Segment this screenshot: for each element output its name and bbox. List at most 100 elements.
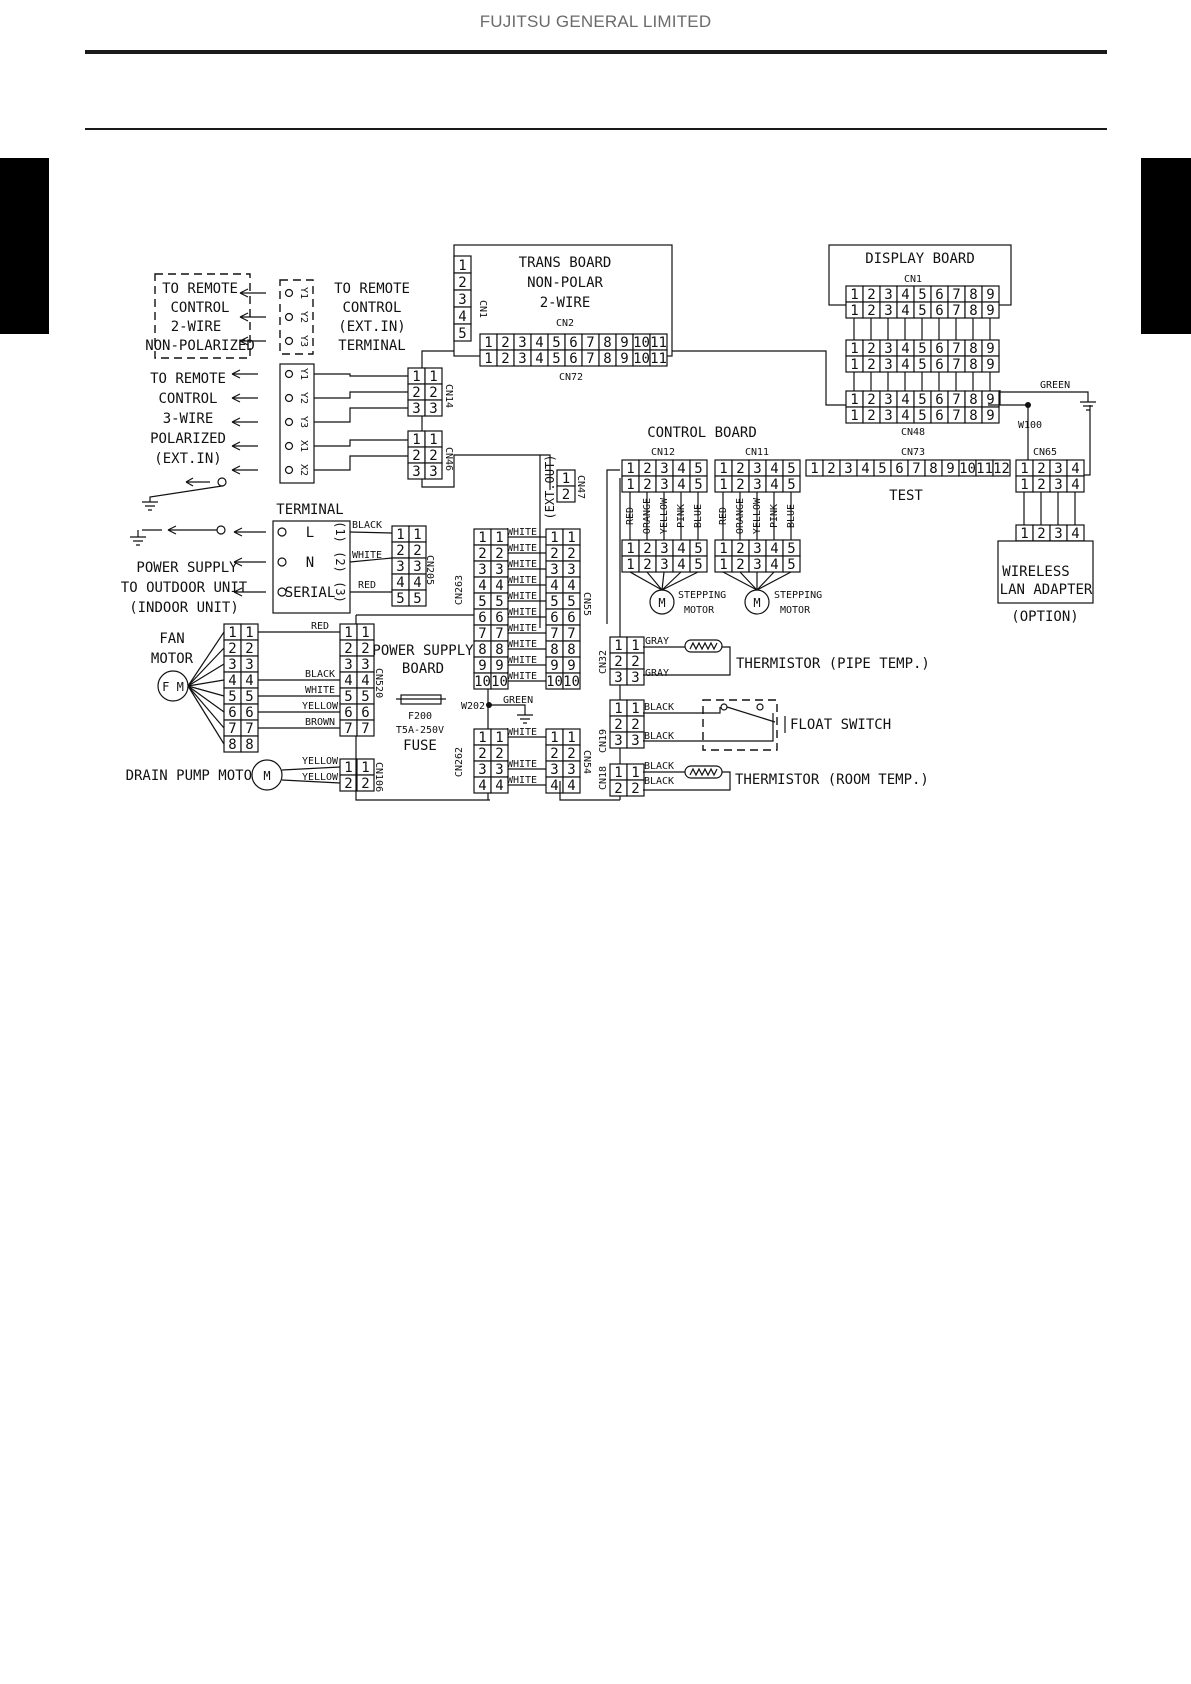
cn520-pin-num: 2 bbox=[361, 641, 369, 657]
cn263-pin-num: 9 bbox=[478, 658, 486, 674]
cn18-wire-label-1: BLACK bbox=[644, 761, 674, 772]
cn19-pin-num: 2 bbox=[631, 717, 639, 733]
step-wire-label-0-4: BLUE bbox=[693, 504, 704, 528]
cn12-low-b-cell bbox=[689, 555, 708, 573]
cn14-pin-num: 3 bbox=[412, 401, 420, 417]
cn11-pin-num: 3 bbox=[753, 461, 761, 477]
display-row-5-pin-num: 9 bbox=[986, 408, 994, 424]
cn11-low-pin-num: 2 bbox=[736, 541, 744, 557]
cn65-pin-num: 3 bbox=[1054, 461, 1062, 477]
stepping-motor-1-label-2: MOTOR bbox=[684, 605, 715, 616]
display-row-0-pin-num: 9 bbox=[986, 287, 994, 303]
cn55-pin-num: 3 bbox=[567, 562, 575, 578]
fan-wire bbox=[187, 647, 225, 687]
fan-wire-label-0: RED bbox=[311, 621, 329, 632]
cn12-low-pin-num: 2 bbox=[643, 541, 651, 557]
remote3-arrow bbox=[231, 393, 258, 403]
cn205-wire bbox=[349, 531, 393, 534]
cn520-pin-num: 4 bbox=[344, 673, 352, 689]
fan-wire bbox=[187, 679, 225, 687]
cn263-wire-label-2: WHITE bbox=[507, 559, 537, 570]
trans-cn1-label: CN1 bbox=[477, 300, 488, 318]
display-row-5-pin-num: 6 bbox=[935, 408, 943, 424]
display-board-title: DISPLAY BOARD bbox=[865, 251, 975, 267]
display-row-4-pin-num: 5 bbox=[918, 392, 926, 408]
remote2-terminal-screw bbox=[284, 336, 294, 346]
fan-wire bbox=[187, 631, 225, 687]
cn18-pin-num: 1 bbox=[631, 765, 639, 781]
step-wire-label-1-4: BLUE bbox=[786, 504, 797, 528]
remote3-terminal-screw bbox=[284, 441, 294, 451]
display-row-5-pin-num: 2 bbox=[867, 408, 875, 424]
cn32-cell-b bbox=[626, 668, 645, 686]
trans-cn1-cell bbox=[453, 323, 472, 342]
display-row-5-pin-num: 5 bbox=[918, 408, 926, 424]
fuse-2: T5A-250V bbox=[396, 725, 444, 736]
remote3-wire bbox=[314, 439, 408, 447]
terminal-arrow bbox=[233, 557, 266, 567]
cn65b-pin-num: 4 bbox=[1071, 477, 1079, 493]
display-row-4-pin-num: 6 bbox=[935, 392, 943, 408]
w202-label: W202 bbox=[461, 701, 485, 712]
cn12b-pin-num: 3 bbox=[660, 477, 668, 493]
cn14-label: CN14 bbox=[443, 384, 454, 408]
trans-board-title-3: 2-WIRE bbox=[540, 295, 591, 311]
cn18-label: CN18 bbox=[598, 766, 609, 790]
cn263-wire-label-0: WHITE bbox=[507, 527, 537, 538]
step-wire-motor bbox=[756, 571, 792, 591]
cn14-cell-b bbox=[424, 399, 443, 417]
cn18-pin-num: 2 bbox=[631, 781, 639, 797]
display-row-2-pin-num: 3 bbox=[884, 341, 892, 357]
trans-board-title-1: TRANS BOARD bbox=[519, 255, 612, 271]
cn520-pin-num: 3 bbox=[361, 657, 369, 673]
cn12-low-b-pin-num: 4 bbox=[677, 557, 685, 573]
trans-board-title-2: NON-POLAR bbox=[527, 275, 603, 291]
cn263-pin-num: 2 bbox=[478, 546, 486, 562]
cn263-label: CN263 bbox=[454, 575, 465, 605]
cn14-pin-num: 3 bbox=[429, 401, 437, 417]
cn55-pin-num: 5 bbox=[567, 594, 575, 610]
display-row-4-pin-num: 3 bbox=[884, 392, 892, 408]
wireless-title-2: LAN ADAPTER bbox=[1000, 582, 1093, 598]
cn55-pin-num: 7 bbox=[567, 626, 575, 642]
trans-cn72-pin-num: 6 bbox=[569, 351, 577, 367]
cn520-pin-num: 6 bbox=[361, 705, 369, 721]
trans-cn72-pin-num: 5 bbox=[552, 351, 560, 367]
cn19-pin-num: 3 bbox=[614, 733, 622, 749]
remote3-arrow bbox=[231, 441, 258, 451]
test-label: TEST bbox=[889, 488, 923, 504]
power-supply-2: TO OUTDOOR UNIT bbox=[121, 580, 248, 596]
cn11b-pin-num: 4 bbox=[770, 477, 778, 493]
cn205-pin-num: 1 bbox=[413, 527, 421, 543]
stepping-motor-2-symbol: M bbox=[753, 596, 760, 610]
cn263-pin-num: 10 bbox=[491, 674, 508, 690]
cn520-cell-b bbox=[356, 719, 375, 737]
cn205-pin-num: 3 bbox=[396, 559, 404, 575]
cn205-wire-label-2: RED bbox=[358, 580, 376, 591]
cn520-pin-num: 5 bbox=[344, 689, 352, 705]
display-cn48-label: CN48 bbox=[901, 427, 925, 438]
trans-cn2-pin-num: 11 bbox=[650, 335, 667, 351]
stepping-motor-1-symbol: M bbox=[658, 596, 665, 610]
cn54-pin-num: 1 bbox=[567, 730, 575, 746]
cn46-pin-num: 3 bbox=[429, 464, 437, 480]
cn262-pin-num: 1 bbox=[478, 730, 486, 746]
cn46-pin-num: 2 bbox=[412, 448, 420, 464]
display-row-1-pin-num: 1 bbox=[850, 303, 858, 319]
step-wire-motor bbox=[722, 571, 758, 591]
cn11-low-pin-num: 5 bbox=[787, 541, 795, 557]
wireless-lan-adapter: WIRELESS LAN ADAPTER (OPTION) bbox=[997, 540, 1094, 625]
cn263-pin-num: 8 bbox=[495, 642, 503, 658]
fan-pin-num: 8 bbox=[245, 737, 253, 753]
display-row-3-pin-num: 1 bbox=[850, 357, 858, 373]
remote2-right-1: TO REMOTE bbox=[334, 281, 410, 297]
cn54-pin-num: 3 bbox=[550, 762, 558, 778]
display-row-2-pin-num: 2 bbox=[867, 341, 875, 357]
remote3-pin-Y2: Y2 bbox=[298, 392, 309, 404]
trans-cn72-pin-num: 2 bbox=[501, 351, 509, 367]
cn32-pin-num: 3 bbox=[614, 670, 622, 686]
